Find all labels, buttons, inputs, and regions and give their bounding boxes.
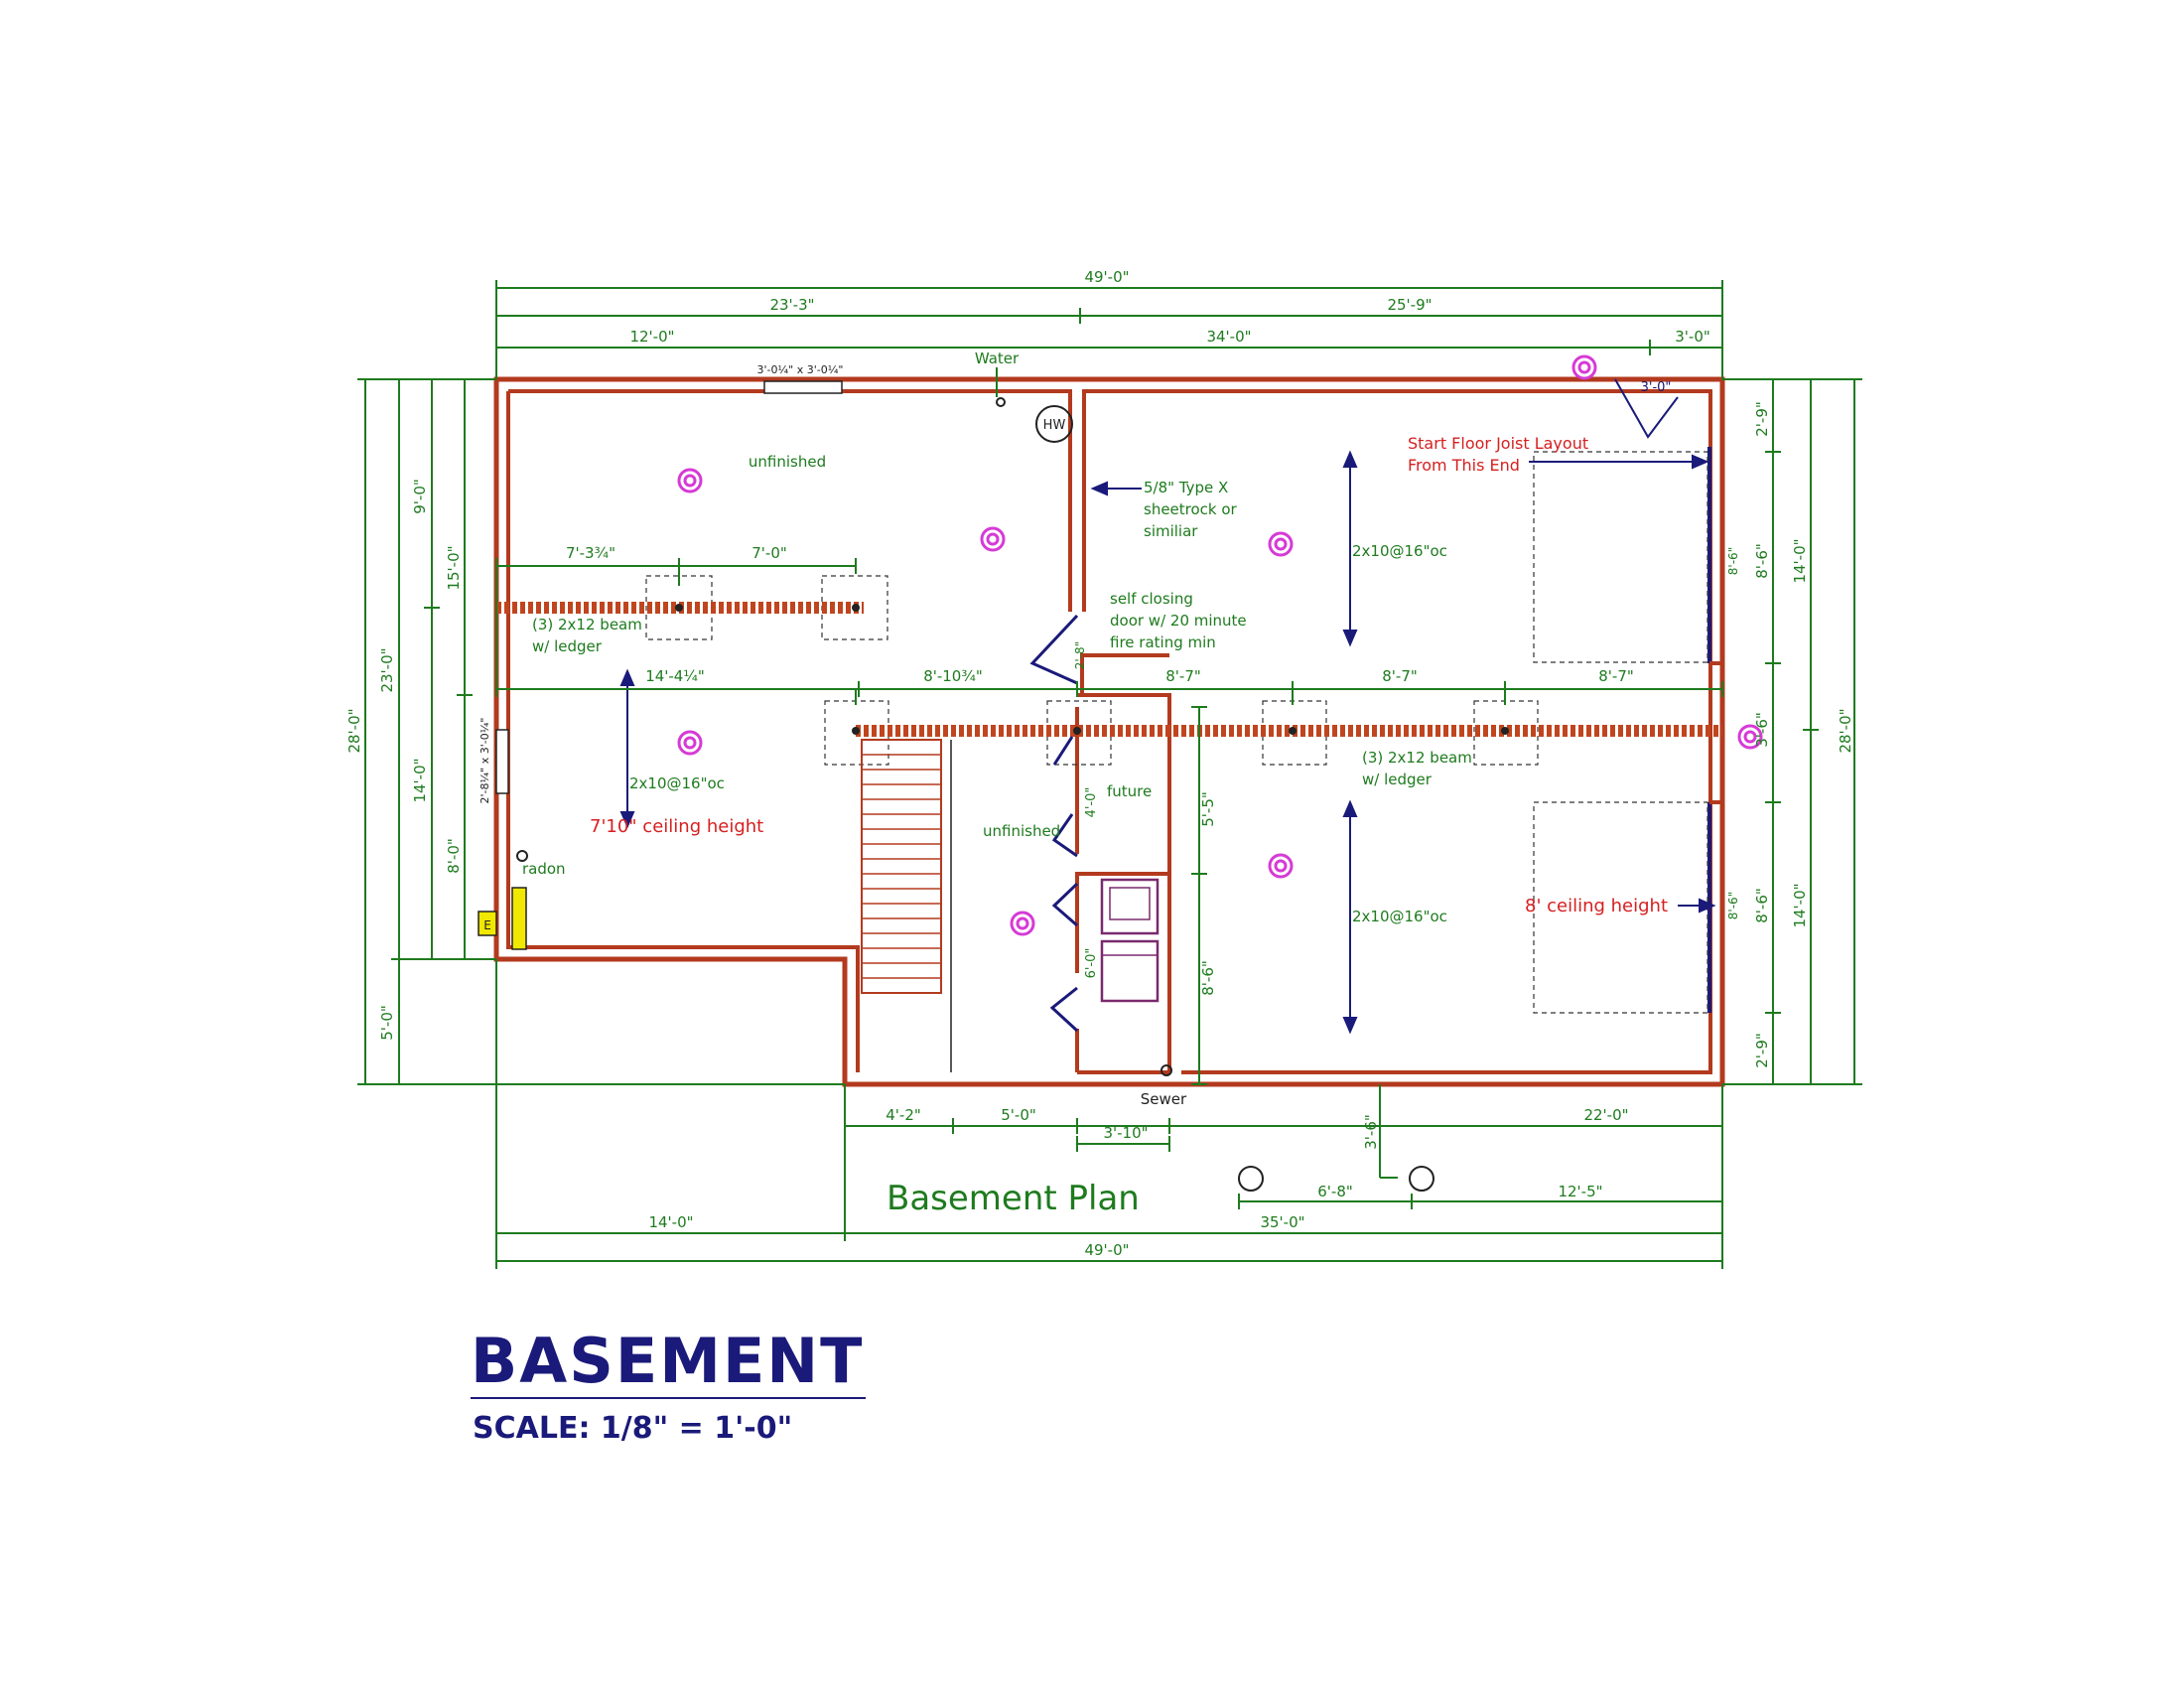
title-block: BASEMENT SCALE: 1/8" = 1'-0" <box>471 1325 866 1446</box>
note-ceiling-left: 7'10" ceiling height <box>590 816 763 837</box>
dimension-text-bottom: 4'-2" 5'-0" 3'-10" 22'-0" 3'-6" 6'-8" 12… <box>648 1106 1628 1259</box>
note-sheetrock-1: 5/8" Type X <box>1144 479 1228 496</box>
dim-left-23: 23'-0" <box>378 647 396 692</box>
note-beam-left-1: (3) 2x12 beam <box>532 616 642 633</box>
dim-int-e: 8'-7" <box>1598 667 1634 685</box>
dim-left-5: 5'-0" <box>378 1005 396 1041</box>
dim-top-seg-c: 3'-0" <box>1675 328 1710 346</box>
light-fixtures <box>677 354 1763 936</box>
dim-left-overall: 28'-0" <box>345 708 363 753</box>
dim-left-8: 8'-0" <box>445 838 463 874</box>
note-water: Water <box>975 350 1020 367</box>
dim-right-8-6-top: 8'-6" <box>1753 543 1771 579</box>
dimension-text-interior: 14'-4¼" 8'-10¾" 8'-7" 8'-7" 8'-7" 7'-3¾"… <box>566 380 1671 996</box>
dim-left-15: 15'-0" <box>445 545 463 590</box>
note-start-joist-1: Start Floor Joist Layout <box>1408 434 1588 453</box>
page-title: BASEMENT <box>471 1325 864 1397</box>
note-self-closing-3: fire rating min <box>1110 633 1216 651</box>
dim-door-top: 3'-0" <box>1641 380 1672 395</box>
dim-right-inner-b: 8'-6" <box>1726 892 1740 919</box>
note-unfinished-mid: unfinished <box>983 822 1060 840</box>
notes: Water HW 3'-0¼" x 3'-0¼" 2'-8¼" x 3'-0¼"… <box>478 350 1668 1108</box>
note-beam-left-2: w/ ledger <box>532 637 603 655</box>
dim-bottom-s1: 4'-2" <box>886 1106 921 1124</box>
dim-int-b: 8'-10¾" <box>923 667 983 685</box>
dim-top-seg-a: 12'-0" <box>629 328 674 346</box>
note-joist-left: 2x10@16"oc <box>629 774 725 792</box>
scale-note: SCALE: 1/8" = 1'-0" <box>473 1411 792 1446</box>
stair-outline <box>861 739 942 994</box>
dim-right-2-9-bottom: 2'-9" <box>1753 1033 1771 1068</box>
dim-bottom-overall: 49'-0" <box>1084 1241 1129 1259</box>
dim-int-g: 7'-0" <box>751 544 787 562</box>
note-unfinished-top: unfinished <box>749 453 826 471</box>
dim-bottom-s2: 5'-0" <box>1001 1106 1036 1124</box>
note-start-joist-2: From This End <box>1408 456 1520 475</box>
dim-int-c: 8'-7" <box>1165 667 1201 685</box>
dim-top-left-half: 23'-3" <box>769 296 814 314</box>
dim-left-9: 9'-0" <box>411 479 429 514</box>
dim-bottom-s4: 22'-0" <box>1583 1106 1628 1124</box>
windows <box>495 380 843 794</box>
note-ceiling-right: 8' ceiling height <box>1525 896 1668 916</box>
dim-int-4: 4'-0" <box>1084 787 1099 818</box>
dim-left-14: 14'-0" <box>411 758 429 802</box>
dimension-text-left: 28'-0" 23'-0" 5'-0" 9'-0" 14'-0" 15'-0" … <box>345 479 463 1041</box>
stairs <box>861 739 952 1072</box>
dim-top-overall: 49'-0" <box>1084 268 1129 286</box>
dim-bottom-s7: 12'-5" <box>1558 1183 1602 1200</box>
dim-int-a: 14'-4¼" <box>645 667 705 685</box>
dimension-text-right: 28'-0" 2'-9" 8'-6" 3'-6" 8'-6" 2'-9" 14'… <box>1726 401 1854 1068</box>
dim-bottom-s3: 3'-10" <box>1103 1124 1148 1142</box>
dim-int-8-6: 8'-6" <box>1199 960 1217 996</box>
dim-right-14-bottom: 14'-0" <box>1791 883 1809 927</box>
note-panel-e: E <box>483 918 491 932</box>
dim-right-3-6: 3'-6" <box>1753 712 1771 748</box>
note-sheetrock-2: sheetrock or <box>1144 500 1238 518</box>
dim-int-5-5: 5'-5" <box>1199 791 1217 827</box>
note-future: future <box>1107 782 1152 800</box>
dim-right-8-6-bottom: 8'-6" <box>1753 888 1771 923</box>
note-beam-right-1: (3) 2x12 beam <box>1362 749 1472 767</box>
dim-top-seg-b: 34'-0" <box>1206 328 1251 346</box>
dimension-text-top: 49'-0" 23'-3" 25'-9" 12'-0" 34'-0" 3'-0" <box>629 268 1709 346</box>
joist-arrows <box>619 450 1716 1035</box>
dim-int-door: 2'-8" <box>1073 641 1087 669</box>
beams <box>496 602 1722 737</box>
fixtures <box>478 397 1434 1192</box>
note-self-closing-2: door w/ 20 minute <box>1110 612 1247 630</box>
dim-int-f: 7'-3¾" <box>566 544 615 562</box>
note-sheetrock-3: similiar <box>1144 522 1198 540</box>
dimension-lines <box>357 280 1862 1269</box>
dim-right-14-top: 14'-0" <box>1791 538 1809 583</box>
note-self-closing-1: self closing <box>1110 590 1193 608</box>
note-sewer: Sewer <box>1141 1090 1187 1108</box>
dim-right-inner-a: 8'-6" <box>1726 547 1740 575</box>
note-beam-right-2: w/ ledger <box>1362 771 1433 788</box>
dim-right-overall: 28'-0" <box>1837 708 1854 753</box>
dim-bottom-s5: 3'-6" <box>1362 1114 1380 1150</box>
dim-right-2-9-top: 2'-9" <box>1753 401 1771 437</box>
dim-bottom-s6: 6'-8" <box>1317 1183 1353 1200</box>
dim-int-d: 8'-7" <box>1382 667 1418 685</box>
plan-label: Basement Plan <box>887 1179 1140 1218</box>
dim-bottom-s9: 35'-0" <box>1260 1213 1304 1231</box>
note-hw: HW <box>1043 418 1066 433</box>
note-radon: radon <box>522 860 566 878</box>
note-joist-top: 2x10@16"oc <box>1352 542 1447 560</box>
dim-top-right-half: 25'-9" <box>1387 296 1432 314</box>
note-window-top: 3'-0¼" x 3'-0¼" <box>757 363 844 376</box>
note-joist-right: 2x10@16"oc <box>1352 908 1447 925</box>
dim-bottom-s8: 14'-0" <box>648 1213 693 1231</box>
doors <box>1029 378 1679 1033</box>
note-window-left: 2'-8¼" x 3'-0¼" <box>478 718 491 804</box>
dim-int-6: 6'-0" <box>1084 948 1099 979</box>
